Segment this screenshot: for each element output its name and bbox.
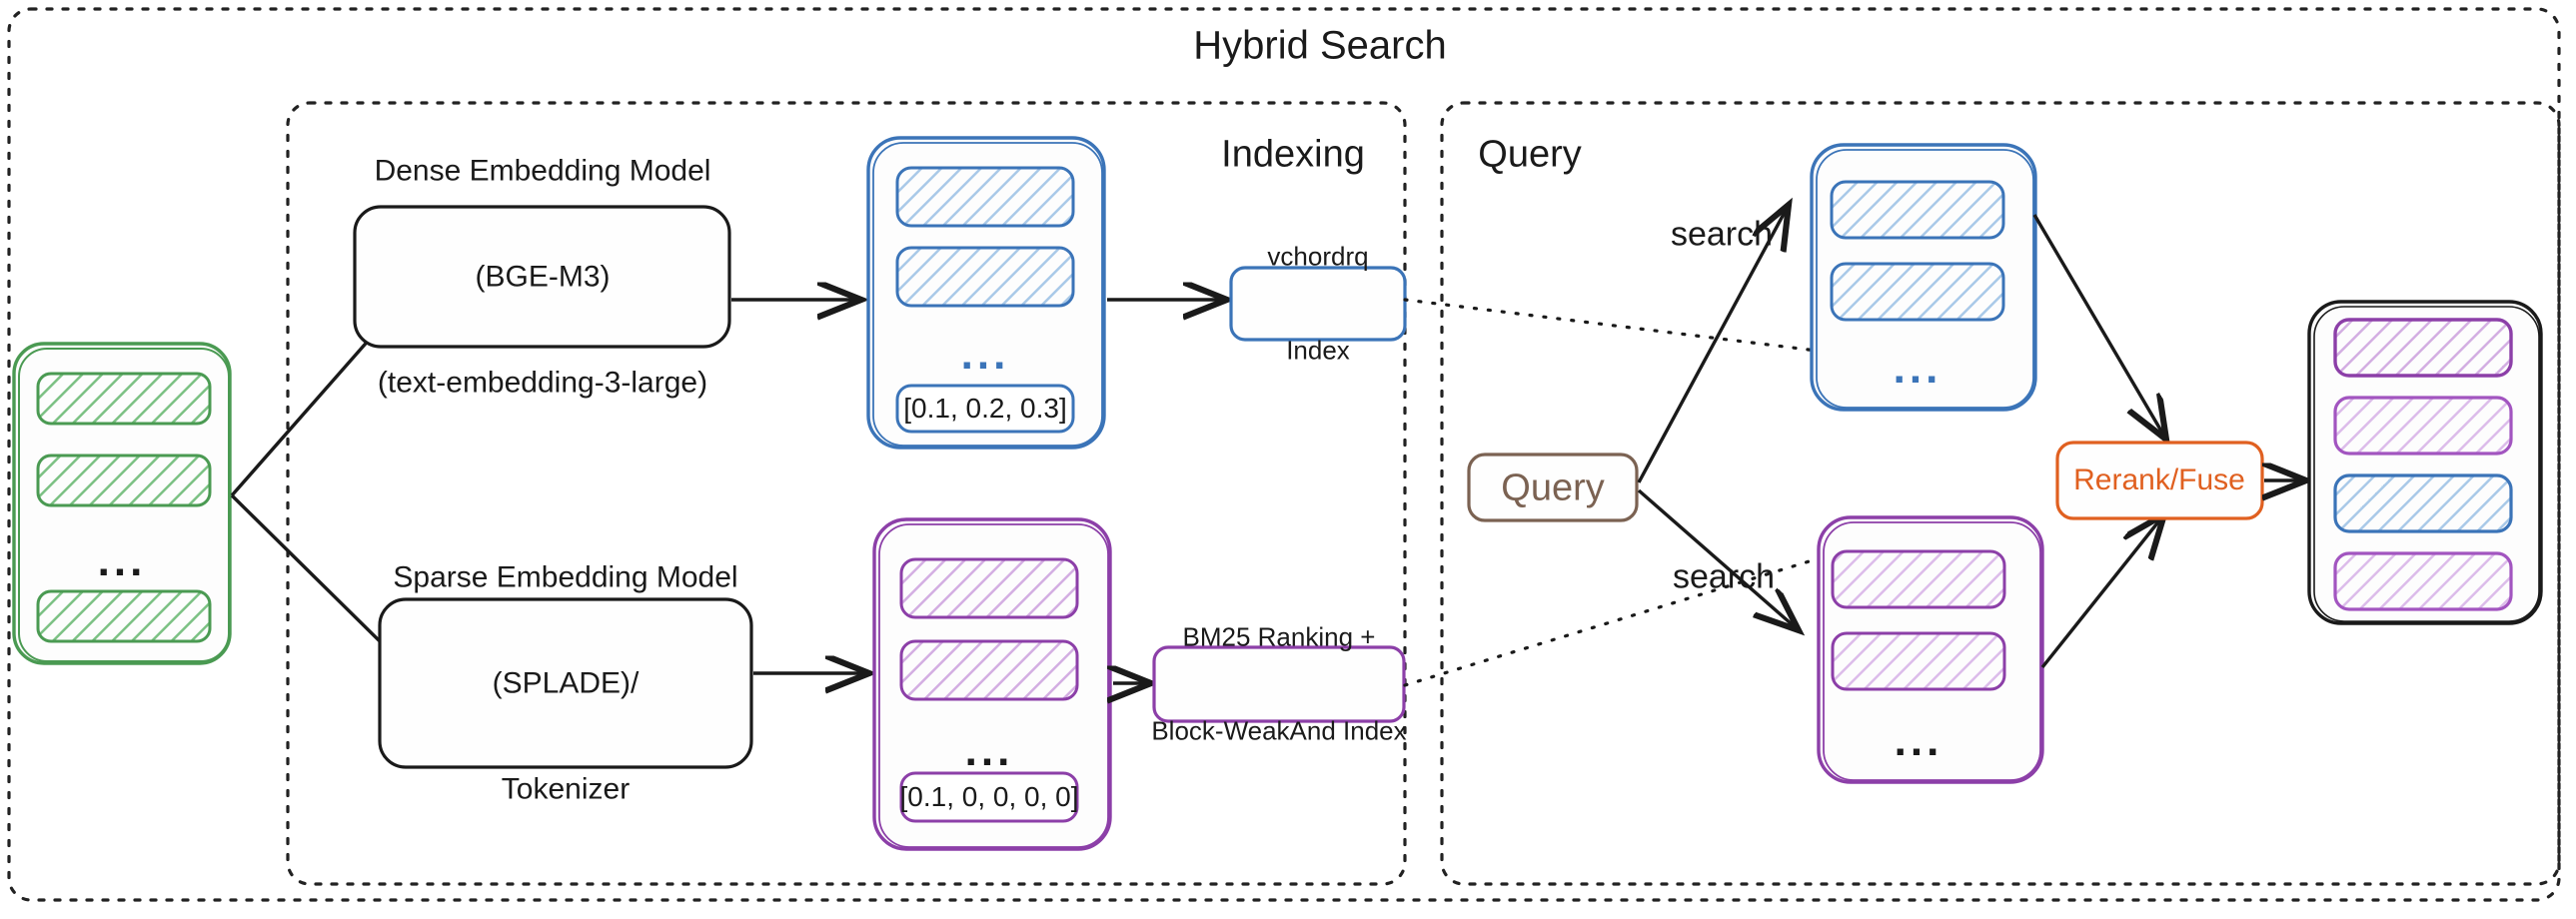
query-sparse-results-ellipsis: ... — [1894, 716, 1943, 765]
query-sparse-result-item — [1831, 631, 2006, 691]
indexing-panel — [286, 101, 1407, 886]
sparse-embedding-model-label: Sparse Embedding Model (SPLADE)/ Tokeniz… — [376, 488, 755, 877]
dense-model-line-1: Dense Embedding Model — [374, 154, 711, 188]
query-sparse-results-stack — [1817, 515, 2044, 784]
sparse-vector-value: [0.1, 0, 0, 0, 0] — [899, 781, 1079, 812]
query-panel — [1440, 101, 2561, 886]
bm25-line-1: BM25 Ranking + — [1182, 621, 1376, 652]
dense-vector-ellipsis: ... — [960, 330, 1010, 379]
arrow-sparse-results-to-rerank — [2040, 514, 2164, 669]
dense-embedding-model-box — [353, 205, 731, 349]
arrow-query-to-sparse-search — [1637, 488, 1799, 630]
query-box-label[interactable]: Query — [1501, 466, 1605, 509]
query-dense-result-item — [1830, 262, 2005, 322]
sparse-vector-ellipsis: ... — [964, 726, 1014, 775]
final-result-item — [2333, 551, 2513, 611]
indexing-panel-title: Indexing — [1221, 133, 1365, 176]
sparse-vector-item — [899, 639, 1079, 701]
source-docs-ellipsis: ... — [97, 536, 147, 585]
arrow-query-to-dense-search — [1637, 205, 1789, 483]
bm25-index-label: BM25 Ranking + Block-WeakAnd Index — [1149, 559, 1409, 809]
vchordrq-index-box — [1229, 266, 1407, 342]
search-label-sparse: search — [1672, 557, 1776, 596]
sparse-vector-value-box — [899, 771, 1079, 823]
final-results-stack — [2307, 300, 2543, 625]
dense-vector-item — [895, 166, 1075, 228]
outer-frame — [7, 7, 2561, 902]
source-doc-item — [36, 372, 212, 426]
sparse-model-line-1: Sparse Embedding Model — [393, 560, 738, 594]
dense-vector-stack — [866, 136, 1106, 450]
final-result-item — [2333, 396, 2513, 456]
sparse-embedding-model-box — [378, 597, 753, 769]
dense-model-line-3: (text-embedding-3-large) — [377, 366, 708, 400]
page-title: Hybrid Search — [1193, 23, 1447, 68]
rerank-fuse-label[interactable]: Rerank/Fuse — [2073, 463, 2245, 496]
query-dense-result-item — [1830, 180, 2005, 240]
source-doc-item — [36, 454, 212, 507]
sparse-model-line-2: (SPLADE)/ — [492, 666, 640, 700]
query-input-box — [1467, 453, 1639, 522]
dense-embedding-model-label: Dense Embedding Model (BGE-M3) (text-emb… — [353, 82, 732, 470]
source-doc-item — [36, 589, 212, 643]
sparse-vector-item — [899, 557, 1079, 619]
dense-vector-value: [0.1, 0.2, 0.3] — [903, 393, 1067, 424]
dense-vector-item — [895, 246, 1075, 308]
search-label-dense: search — [1670, 215, 1774, 254]
bm25-line-2: Block-WeakAnd Index — [1151, 715, 1407, 746]
final-result-item — [2333, 473, 2513, 533]
vchordrq-line-1: vchordrq — [1267, 241, 1369, 272]
query-panel-title: Query — [1478, 133, 1582, 176]
sparse-model-line-3: Tokenizer — [501, 772, 631, 806]
query-sparse-result-item — [1831, 549, 2006, 609]
final-result-item — [2333, 318, 2513, 378]
vchordrq-line-2: Index — [1286, 335, 1350, 366]
vchordrq-index-label: vchordrq Index — [1228, 179, 1408, 429]
dense-model-line-2: (BGE-M3) — [475, 260, 611, 294]
dense-vector-value-box — [895, 384, 1075, 434]
query-dense-results-ellipsis: ... — [1893, 344, 1942, 393]
query-dense-results-stack — [1810, 143, 2037, 412]
source-documents-stack — [12, 342, 232, 665]
dotted-link-dense-index-to-query — [1403, 298, 1827, 354]
arrow-dense-results-to-rerank — [2032, 214, 2166, 440]
